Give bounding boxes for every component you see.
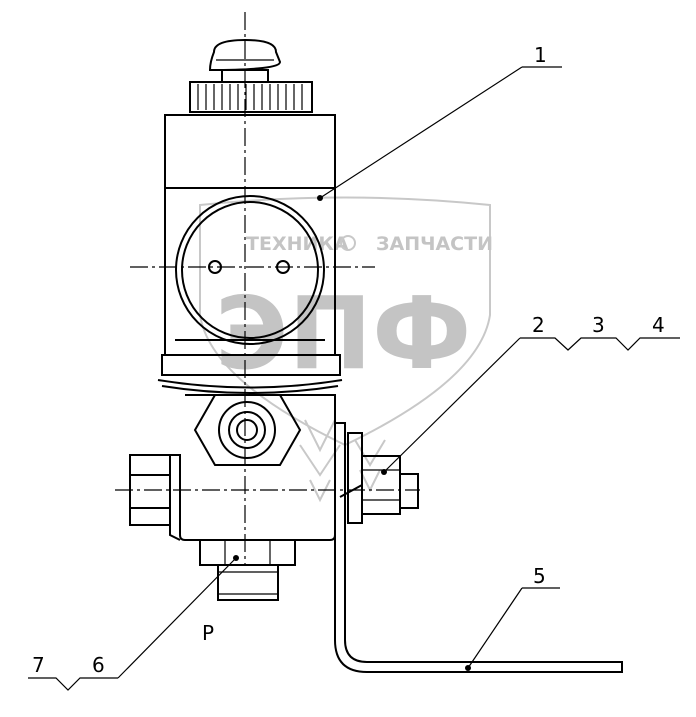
callout-7: 7 bbox=[32, 653, 45, 677]
callout-4: 4 bbox=[652, 313, 665, 337]
callout-3: 3 bbox=[592, 313, 605, 337]
bottom-port-fitting bbox=[199, 539, 296, 601]
watermark-text-right: ЗАПЧАСТИ bbox=[376, 233, 493, 255]
watermark-logo: ТЕХНИКА ЗАПЧАСТИ ЭПФ bbox=[199, 196, 493, 503]
callout-6: 6 bbox=[92, 653, 105, 677]
bracket bbox=[334, 422, 623, 673]
callout-1: 1 bbox=[534, 43, 547, 67]
watermark-text-left: ТЕХНИКА bbox=[246, 233, 349, 255]
gear-icon bbox=[340, 235, 356, 251]
leader-lines bbox=[28, 66, 680, 691]
callout-labels: 1 2 3 4 5 6 7 P bbox=[32, 43, 665, 677]
callout-2: 2 bbox=[532, 313, 545, 337]
lower-block bbox=[129, 394, 336, 541]
valve-body bbox=[157, 114, 343, 394]
top-knob bbox=[189, 38, 313, 113]
watermark-logo-text: ЭПФ bbox=[215, 275, 471, 392]
port-label: P bbox=[202, 621, 214, 645]
callout-5: 5 bbox=[533, 564, 546, 588]
bolt-nut bbox=[339, 432, 419, 524]
